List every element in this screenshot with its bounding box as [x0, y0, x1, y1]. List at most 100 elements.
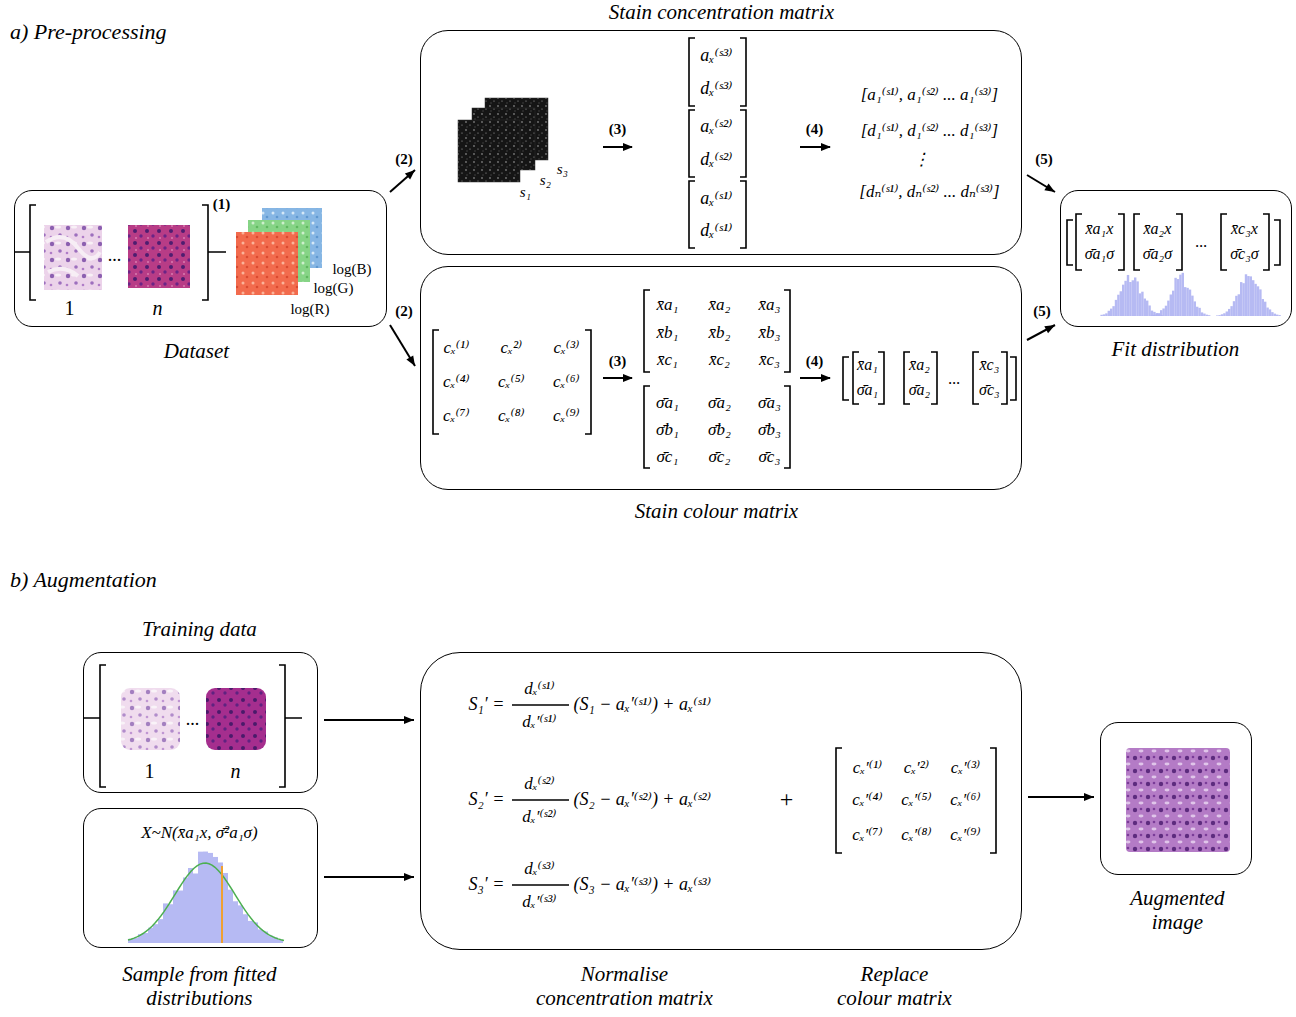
math-term: dₓ′⁽ˢ²⁾	[522, 807, 556, 827]
label-text: ...	[186, 709, 200, 730]
math-term: dₓ⁽ˢ³⁾	[700, 78, 732, 99]
bracket	[878, 352, 884, 404]
histogram-bar	[1158, 313, 1160, 316]
histogram-bar	[1182, 273, 1184, 316]
histogram-bar	[1264, 302, 1266, 316]
caption-text: Stain concentration matrix	[609, 0, 834, 24]
tissue-image	[206, 688, 266, 750]
label-text: log(G)	[313, 280, 353, 297]
histogram-bar	[228, 890, 233, 943]
histogram-bar	[1141, 292, 1143, 316]
histogram-bar	[203, 852, 208, 943]
histogram-bar	[1103, 314, 1105, 316]
math-term: x̄c₃	[759, 350, 780, 370]
histogram-bar	[183, 877, 188, 943]
histogram-bar	[1191, 296, 1193, 316]
histogram-bar	[248, 921, 253, 943]
histogram-bar	[1223, 313, 1225, 316]
histogram-bar	[1132, 280, 1134, 316]
math-term: cₓ′⁽⁴⁾	[852, 790, 882, 810]
histogram-bar	[1105, 313, 1107, 316]
bracket	[1118, 214, 1124, 270]
bracket	[836, 748, 842, 853]
histogram-bar	[243, 914, 248, 943]
connector-arrow	[324, 873, 414, 881]
augmented-tissue-image	[1126, 748, 1230, 852]
math-term: s₃	[557, 161, 568, 178]
histogram-bar	[208, 853, 213, 943]
bracket	[973, 352, 979, 404]
math-term: x̄c₃x	[1231, 220, 1258, 238]
histogram	[128, 273, 1281, 943]
histogram-bar	[1230, 306, 1232, 316]
math-term: cₓ⁽⁴⁾	[443, 372, 470, 392]
caption-text: Replace colour matrix	[832, 962, 957, 1010]
tissue-image	[128, 225, 190, 288]
histogram-bar	[1146, 301, 1148, 316]
histogram-bar	[238, 905, 243, 943]
histogram-bar	[1226, 311, 1228, 316]
connector-line	[324, 876, 414, 878]
math-term: x̄a₂x	[1144, 220, 1172, 238]
histogram-bar	[1221, 314, 1223, 316]
histogram-bar	[1269, 309, 1271, 316]
math-term: σ̄b₂	[708, 420, 731, 440]
tissue-image	[121, 688, 180, 750]
label-text: ...	[108, 245, 122, 266]
fraction-bar	[512, 884, 569, 885]
math-term: n	[152, 297, 162, 320]
bracket	[689, 181, 695, 248]
sample-marker	[221, 866, 223, 943]
arrow-head	[1084, 793, 1094, 801]
math-term: σ̄b₃	[758, 420, 781, 440]
math-term: cₓ′⁽³⁾	[951, 758, 981, 778]
math-term: x̄c₂	[709, 350, 730, 370]
math-term: cₓ⁽¹⁾	[443, 338, 469, 358]
caption-text: Dataset	[164, 339, 229, 363]
histogram-bar	[1184, 287, 1186, 316]
histogram-bar	[1122, 285, 1124, 316]
histogram-bar	[1257, 286, 1259, 316]
label-text: 1	[144, 760, 154, 783]
connector-arrow	[390, 170, 415, 192]
math-term: S₃′ =	[469, 874, 505, 895]
math-term: σ̄c₁	[656, 447, 678, 467]
math-term: σ̄a₂	[708, 393, 731, 413]
callout-number: (1)	[213, 196, 231, 213]
bracket	[1134, 214, 1140, 270]
math-term: ...	[948, 370, 960, 388]
bracket	[1263, 214, 1269, 270]
bracket	[585, 330, 591, 434]
bracket	[740, 181, 746, 248]
histogram-bar	[1274, 314, 1276, 316]
connector-arrow	[1027, 325, 1055, 340]
bracket	[1001, 352, 1007, 404]
histogram-bar	[1120, 291, 1122, 316]
histogram-bar	[1238, 294, 1240, 316]
math-term: cₓ⁽⁵⁾	[498, 372, 525, 392]
bracket	[784, 290, 790, 372]
histogram-bar	[1278, 315, 1280, 317]
histogram-bar	[1167, 301, 1169, 316]
histogram-bar	[1266, 308, 1268, 316]
connector-line	[390, 170, 415, 192]
histogram-bar	[1271, 312, 1273, 316]
section-heading: a) Pre-processing	[10, 19, 167, 44]
math-term: σ̄c₃	[758, 447, 780, 467]
math-term: x̄c₃	[980, 356, 1000, 374]
bracket	[784, 386, 790, 468]
connector-line	[1027, 325, 1055, 340]
histogram-bar	[258, 929, 263, 943]
bracket	[30, 205, 36, 300]
histogram-bar	[1148, 305, 1150, 316]
arrow-head	[406, 355, 415, 366]
step-arrow	[603, 146, 632, 148]
matrix-brackets	[14, 38, 1280, 853]
label-text: 1	[64, 297, 74, 320]
arrow-head	[404, 873, 414, 881]
histogram-bar	[1203, 314, 1205, 316]
bracket	[843, 357, 849, 400]
math-term: cₓ′⁽⁸⁾	[901, 825, 931, 845]
connector-arrow	[390, 325, 415, 366]
step-arrow	[603, 377, 632, 379]
